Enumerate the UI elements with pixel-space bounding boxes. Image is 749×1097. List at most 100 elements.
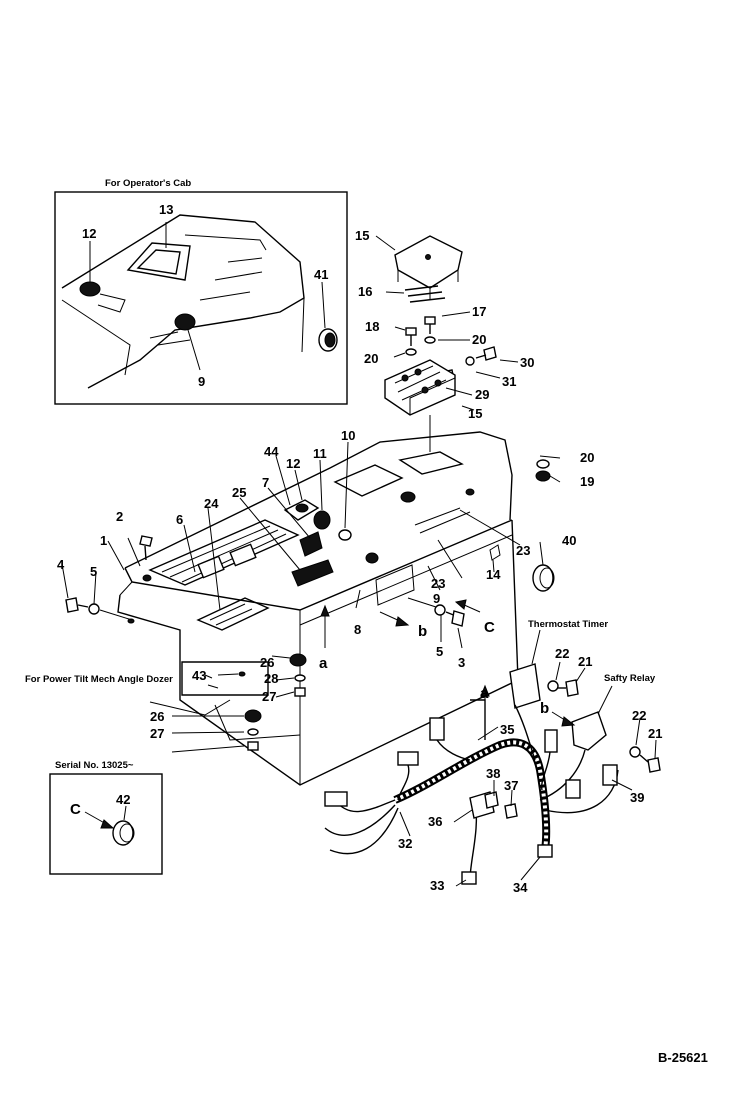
bolt-head-part-2 [139,535,153,547]
panel-markings [414,507,471,534]
bolt-shank-part-21b [639,754,649,763]
bolt-head-part-3 [451,610,465,627]
arrow-c2-head [100,819,115,829]
power-tilt-assembly: For Power Tilt Mech Angle Dozer 43 26 28… [25,653,307,753]
callout-27a: 27 [262,689,276,704]
harness-branch-upper-2 [514,704,551,791]
callout-19: 19 [580,474,594,489]
inset-cap-inner [324,332,336,348]
caption-operators-cab: For Operator's Cab [105,178,191,189]
connector-part-34 [537,844,553,858]
washer-part-31 [465,356,475,366]
arrow-c1-head [454,599,467,610]
callout-11: 11 [313,446,327,461]
callout-5a: 5 [90,564,97,579]
washer-part-20a [405,348,417,356]
relay-screw-4 [434,379,442,387]
bolt-head-part-21a [565,679,579,697]
caption-thermostat-timer: Thermostat Timer [528,619,608,630]
wiring-harness: Thermostat Timer Safty Relay [324,619,662,895]
callout-1: 1 [100,533,107,548]
callout-4: 4 [57,557,65,572]
callout-24: 24 [204,496,219,511]
leaders-main [61,441,561,649]
monitor-panel-part-6 [148,519,300,586]
bolt-head-part-27b [247,741,259,751]
callout-22b: 22 [632,708,646,723]
inset-panel-details [184,234,267,301]
callout-15-top: 15 [355,228,369,243]
serial-frame [49,773,163,875]
callout-12-inset: 12 [82,226,96,241]
clip-part-14 [489,544,501,561]
callout-34: 34 [513,880,528,895]
knob-part-12 [295,503,309,513]
console-corner-edges [119,581,301,785]
callout-9-inset: 9 [198,374,205,389]
connector-part-32b [397,751,419,766]
callout-8: 8 [354,622,361,637]
arrow-label-b2: b [540,700,549,717]
dash-lines-tilt [149,699,301,741]
callout-5b: 5 [436,644,443,659]
safety-relay-block [571,711,607,751]
panel-screw-right [465,488,475,496]
leader-safety-relay [597,685,613,715]
reference-number: B-25621 [658,1050,708,1065]
arrow-a1-head [320,604,330,617]
callout-7: 7 [262,475,269,490]
knob-part-9 [365,552,379,564]
switch-panel-part-24 [196,597,270,631]
inset-frame [54,191,348,405]
arrow-b1-head [395,616,410,627]
callout-30: 30 [520,355,534,370]
cover-part-15 [394,235,463,289]
inset-knob-part-9 [174,313,196,331]
washer-part-20c [536,459,550,469]
callout-12: 12 [286,456,300,471]
callout-26b: 26 [150,709,164,724]
panel-recess-left [333,464,404,497]
callout-23b: 23 [431,576,445,591]
harness-branch-32b [397,764,410,801]
washer-part-5a [88,603,100,615]
callout-42: 42 [116,792,130,807]
harness-main-wrap [394,740,549,851]
callout-15b: 15 [468,406,482,421]
callout-25: 25 [232,485,246,500]
grommet-part-26b [244,709,262,723]
callout-18: 18 [365,319,379,334]
bolt-shank-part-2 [144,545,147,561]
harness-clip-part-a [470,699,486,740]
panel-screw-side [127,618,135,624]
callout-10: 10 [341,428,355,443]
leaders-harness [399,661,657,887]
washer-part-28 [294,674,306,682]
relay-screw-1 [401,374,409,382]
connector-upper-2 [544,729,558,753]
callout-37: 37 [504,778,518,793]
callout-3: 3 [458,655,465,670]
inset-switch-marks [149,331,191,346]
relay-block-detail [394,365,456,415]
switch-panel-detail [209,603,253,626]
cover-hole [425,254,431,260]
leaders-bracket [375,235,519,411]
callout-23a: 23 [516,543,530,558]
connector-part-32a [324,791,348,807]
panel-screw-left [142,574,152,582]
bolt-head-part-4 [65,597,79,613]
dash-line-right-bolt [407,597,437,608]
callout-36: 36 [428,814,442,829]
washer-part-5b [434,604,446,616]
caption-power-tilt: For Power Tilt Mech Angle Dozer [25,674,173,685]
callout-2: 2 [116,509,123,524]
callout-20b: 20 [364,351,378,366]
callout-20a: 20 [472,332,486,347]
plate-marks [204,674,219,689]
inset-monitor-part-13 [126,242,191,281]
panel-recess-right [398,451,464,475]
switch-part-7 [299,531,323,557]
callout-16: 16 [358,284,372,299]
